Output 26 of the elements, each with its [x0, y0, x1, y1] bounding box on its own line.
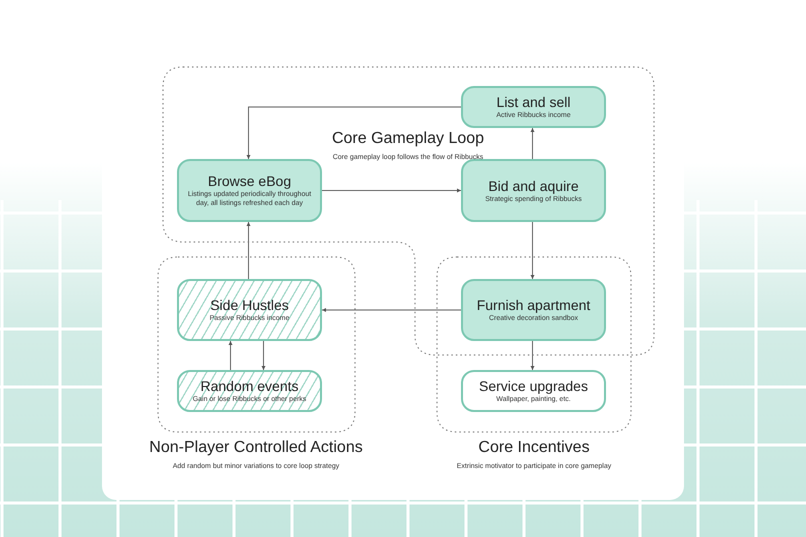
process-box: [177, 279, 322, 341]
arrow: [246, 222, 250, 280]
box-title: Random events: [200, 378, 299, 395]
arrow: [530, 340, 534, 370]
arrow: [262, 340, 266, 370]
arrow: [530, 222, 534, 280]
process-box: [177, 159, 322, 222]
box-title: Service upgrades: [479, 378, 588, 395]
box-title: Furnish apartment: [476, 297, 590, 314]
arrow: [322, 308, 462, 312]
box-title: Bid and aquire: [488, 178, 579, 194]
process-box: [461, 159, 606, 222]
box-title: List and sell: [496, 94, 570, 111]
arrow: [322, 188, 462, 192]
group-heading: Core Incentives: [478, 438, 590, 458]
box-title: Browse eBog: [208, 173, 292, 190]
group-heading: Non-Player Controlled Actions: [149, 438, 363, 458]
group-heading: Core Gameplay Loop: [332, 129, 484, 149]
arrow: [530, 128, 534, 160]
process-box: [177, 370, 322, 412]
box-title: Side Hustles: [210, 297, 289, 314]
process-box: [461, 86, 606, 128]
arrow: [228, 340, 232, 370]
process-box: [461, 370, 606, 412]
process-box: [461, 279, 606, 341]
arrow: [246, 106, 462, 160]
